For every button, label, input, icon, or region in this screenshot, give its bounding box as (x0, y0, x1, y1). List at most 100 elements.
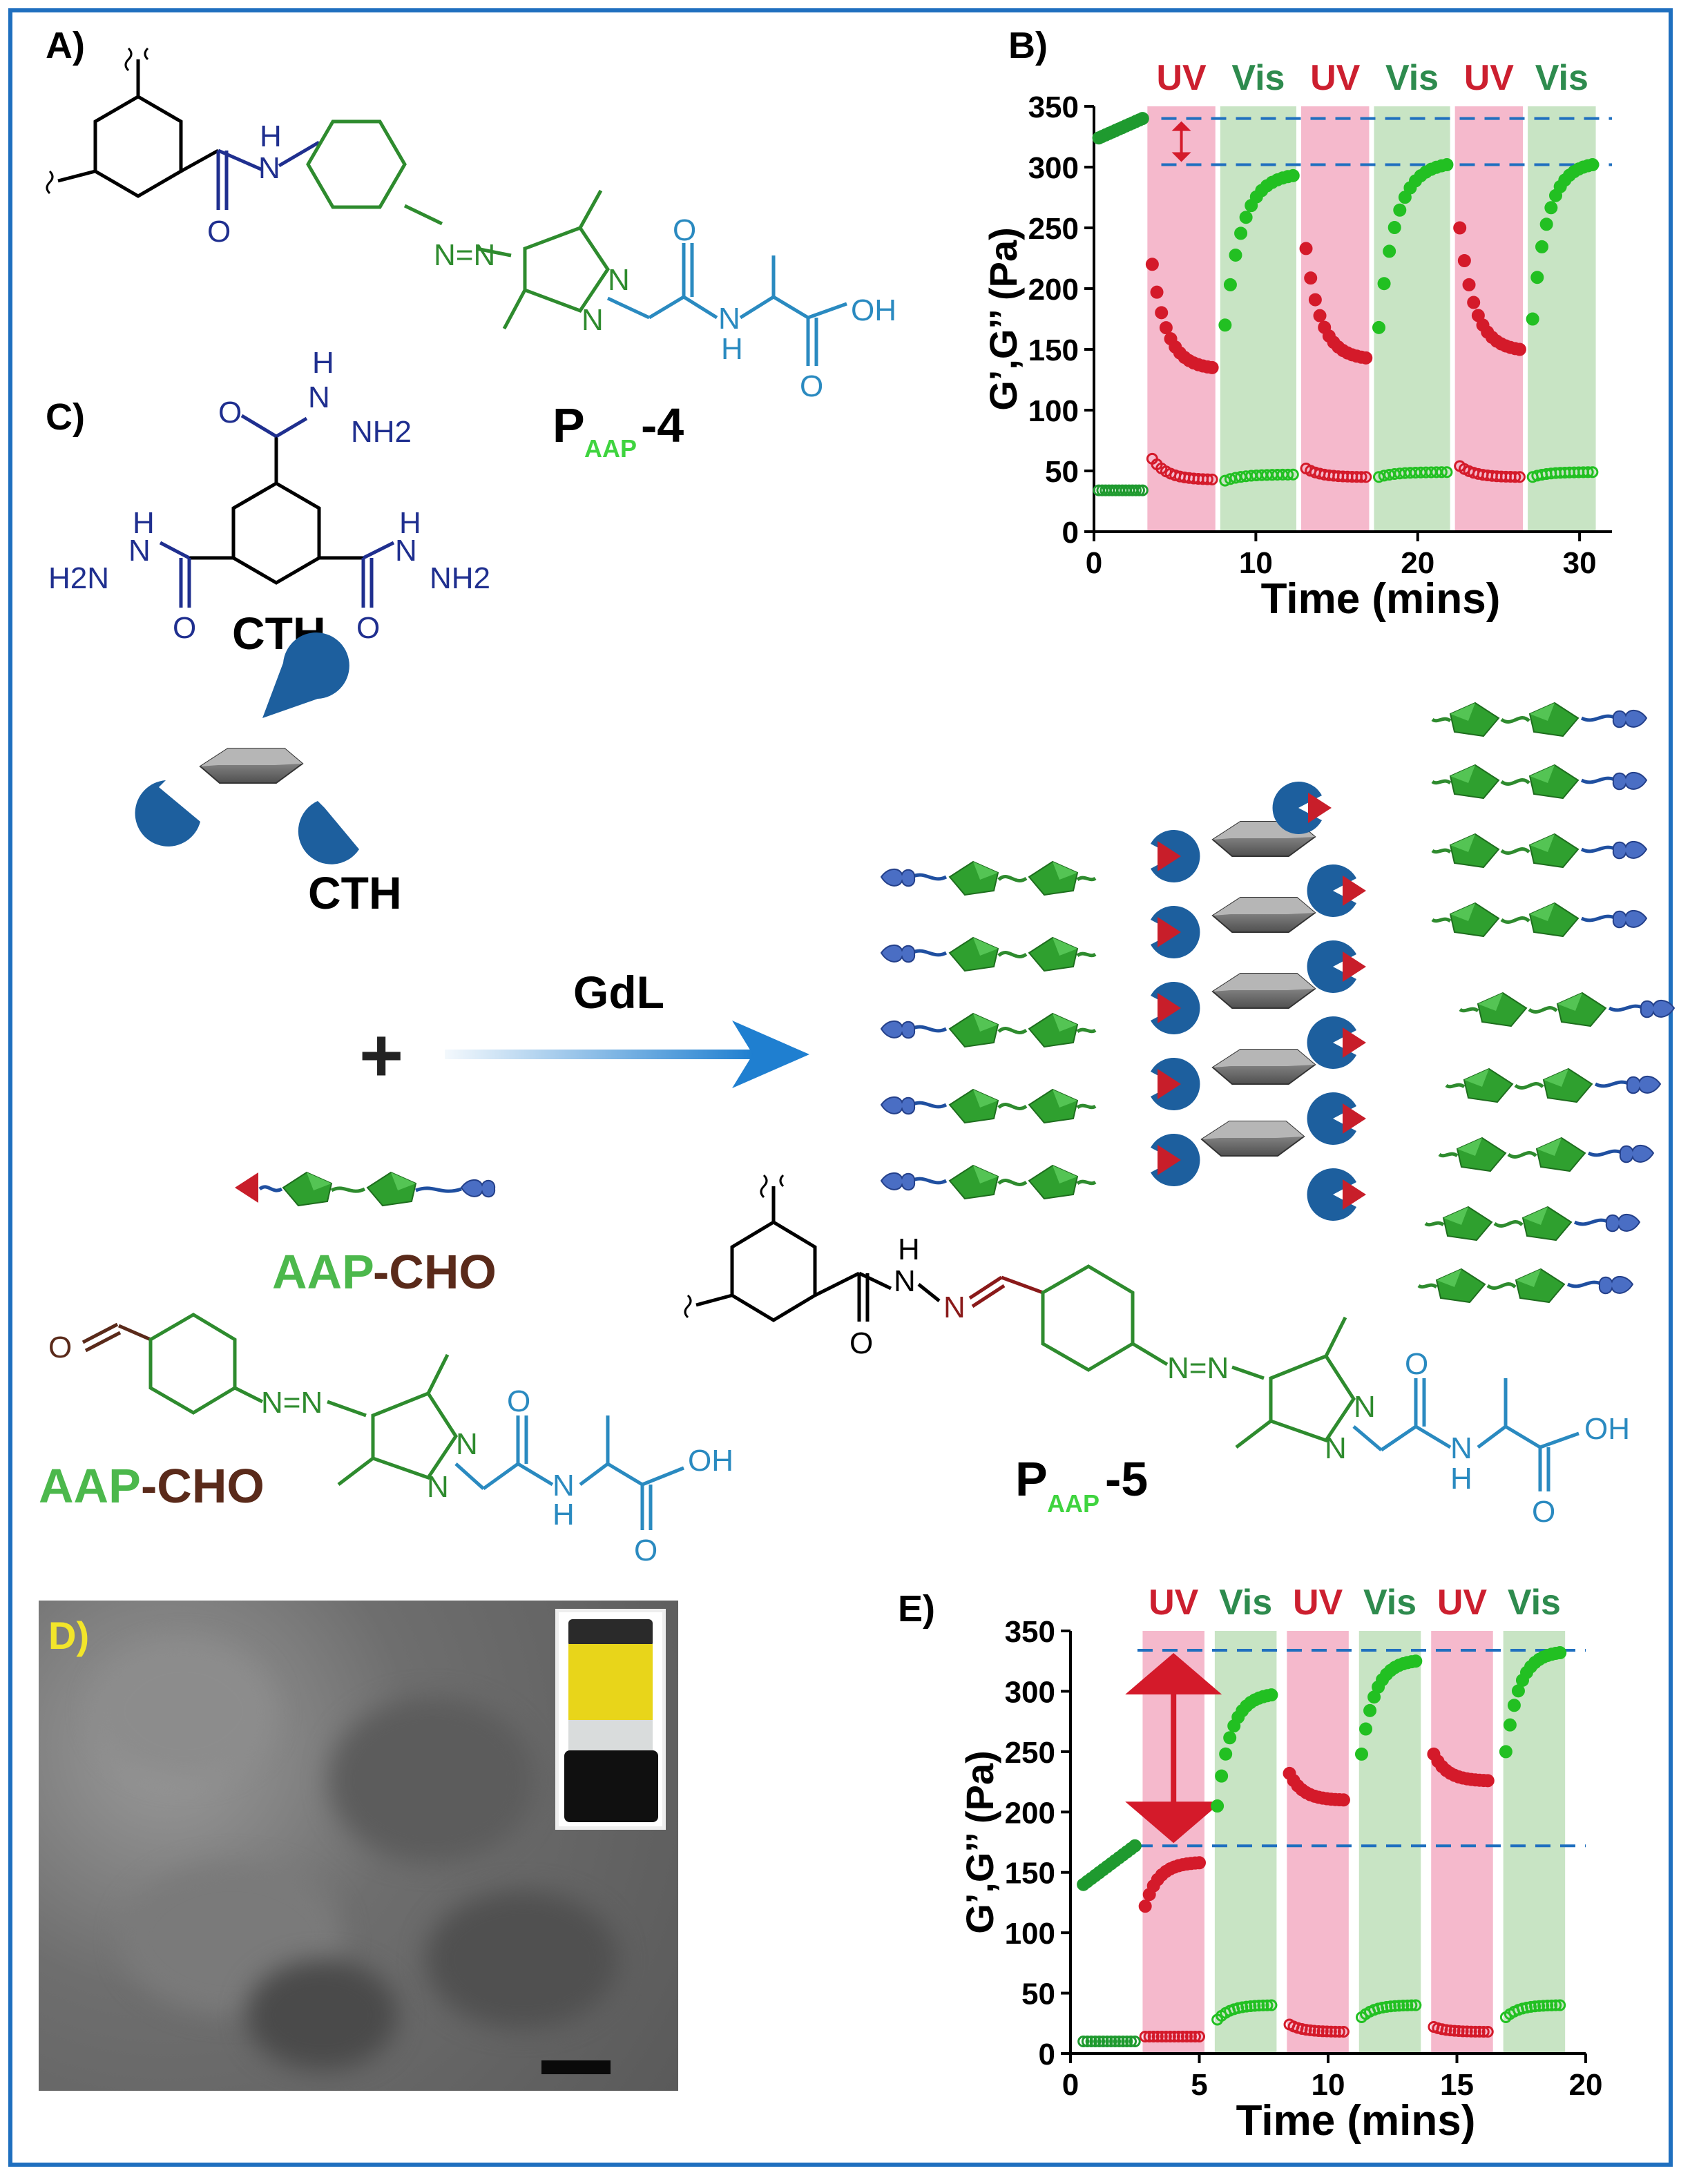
data-point-gdoubleprime (1537, 2000, 1550, 2012)
y-tick-label: 200 (1005, 1796, 1055, 1830)
data-point-gprime (1155, 306, 1169, 320)
data-point-gdoubleprime (1160, 2031, 1172, 2043)
data-point-gdoubleprime (1261, 1999, 1274, 2011)
y-tick-label: 250 (1028, 212, 1079, 246)
data-point-gprime (1218, 318, 1232, 332)
y-tick-label: 350 (1028, 90, 1079, 124)
y-tick-label: 150 (1028, 334, 1079, 367)
data-point-gprime (1387, 221, 1401, 235)
x-axis-label: Time (mins) (1236, 2097, 1476, 2145)
data-point-gdoubleprime (1461, 2025, 1473, 2038)
atom-n: N (258, 151, 280, 185)
y-tick-label: 100 (1005, 1917, 1055, 1951)
data-point-gdoubleprime (1109, 2036, 1122, 2048)
data-point-gdoubleprime (1201, 473, 1213, 485)
atom-n: N (608, 263, 630, 297)
data-point-gdoubleprime (1249, 2000, 1261, 2012)
data-point-gdoubleprime (1117, 2036, 1129, 2048)
atom-h: H (133, 506, 155, 540)
structure-cth-atoms: C) O H N NH2 H N H2N O H N NH2 O (46, 346, 490, 645)
x-tick-label: 10 (1239, 546, 1273, 580)
data-point-gdoubleprime (1151, 2031, 1164, 2043)
atom-o: O (173, 611, 196, 645)
data-point-gprime (1223, 278, 1237, 291)
atom-oh: OH (851, 293, 896, 327)
structure-paap4: A) (46, 25, 847, 366)
data-point-gdoubleprime (1321, 2025, 1333, 2038)
data-point-gdoubleprime (1385, 2000, 1397, 2013)
data-point-gdoubleprime (1300, 2024, 1312, 2036)
arrow-head-up (1171, 121, 1191, 131)
data-point-gdoubleprime (1236, 2001, 1249, 2013)
data-point-gdoubleprime (1355, 471, 1367, 483)
data-point-gprime (1372, 320, 1385, 334)
atom-h: H (1450, 1462, 1472, 1496)
data-point-gdoubleprime (1337, 2026, 1350, 2038)
data-point-gprime (1513, 342, 1526, 356)
data-point-gdoubleprime (1089, 2036, 1102, 2048)
data-point-gprime (1304, 271, 1318, 285)
panel-label-a: A) (46, 25, 85, 66)
data-point-gprime (1193, 1856, 1206, 1870)
data-point-gprime (1499, 1745, 1513, 1759)
atom-n: N (582, 303, 604, 337)
atom-n: N (553, 1469, 575, 1502)
data-point-gprime (1530, 271, 1544, 284)
data-point-gdoubleprime (1245, 2000, 1257, 2012)
data-point-gdoubleprime (1312, 2024, 1325, 2037)
data-point-gdoubleprime (1224, 473, 1236, 485)
data-point-gdoubleprime (1085, 2036, 1097, 2048)
cth-cartoon (135, 632, 359, 864)
data-point-gprime (1150, 285, 1164, 299)
data-point-gdoubleprime (1381, 2001, 1393, 2013)
structure-aap-cho (81, 1313, 684, 1530)
paap5-sub: AAP (1047, 1489, 1100, 1518)
data-point-gprime (1511, 1684, 1525, 1698)
scale-bar (541, 2060, 611, 2074)
data-point-gdoubleprime (1525, 2001, 1537, 2013)
y-axis-label: G’,G’’ (Pa) (981, 227, 1025, 411)
data-point-gdoubleprime (1097, 2036, 1109, 2048)
data-point-gprime (1215, 1769, 1229, 1783)
band-uv (1287, 1631, 1349, 2053)
band-vis (1503, 1631, 1566, 2053)
y-tick-label: 100 (1028, 394, 1079, 428)
data-point-gprime (1507, 1699, 1521, 1712)
data-point-gdoubleprime (1168, 2031, 1180, 2043)
data-point-gdoubleprime (1529, 2000, 1542, 2013)
data-point-gprime (1440, 157, 1454, 171)
panel-label-c: C) (46, 396, 85, 438)
data-point-gdoubleprime (1360, 471, 1372, 483)
data-point-gprime (1135, 112, 1149, 126)
data-point-gdoubleprime (1457, 2025, 1469, 2038)
atom-o: O (356, 611, 380, 645)
y-tick-label: 150 (1005, 1857, 1055, 1891)
data-point-gdoubleprime (1287, 468, 1299, 481)
data-point-gdoubleprime (1172, 2031, 1184, 2043)
data-point-gprime (1539, 218, 1553, 231)
band-label: Vis (1231, 58, 1285, 98)
data-point-gdoubleprime (1469, 2025, 1481, 2038)
y-tick-label: 0 (1039, 2038, 1055, 2071)
data-point-gprime (1586, 157, 1600, 171)
atom-n: N (456, 1427, 478, 1461)
data-point-gprime (1544, 201, 1558, 215)
atom-nh2: NH2 (430, 561, 490, 595)
data-point-gdoubleprime (1105, 2036, 1117, 2048)
data-point-gdoubleprime (1180, 2031, 1193, 2043)
atom-o: O (1405, 1347, 1428, 1381)
y-tick-label: 250 (1005, 1736, 1055, 1770)
azo-label: N=N (1167, 1351, 1229, 1385)
atom-n: N (943, 1291, 966, 1324)
band-label: UV (1156, 58, 1207, 98)
atom-n: N (1354, 1390, 1376, 1424)
y-tick-label: 50 (1021, 1978, 1055, 2011)
data-point-gdoubleprime (1389, 2000, 1401, 2012)
data-point-gprime (1359, 1722, 1373, 1736)
aap-cho-1-a: AAP (272, 1245, 374, 1299)
data-point-gdoubleprime (1586, 466, 1599, 479)
data-point-gdoubleprime (1176, 2031, 1189, 2043)
data-point-gprime (1234, 226, 1248, 240)
data-point-gdoubleprime (1282, 468, 1294, 481)
